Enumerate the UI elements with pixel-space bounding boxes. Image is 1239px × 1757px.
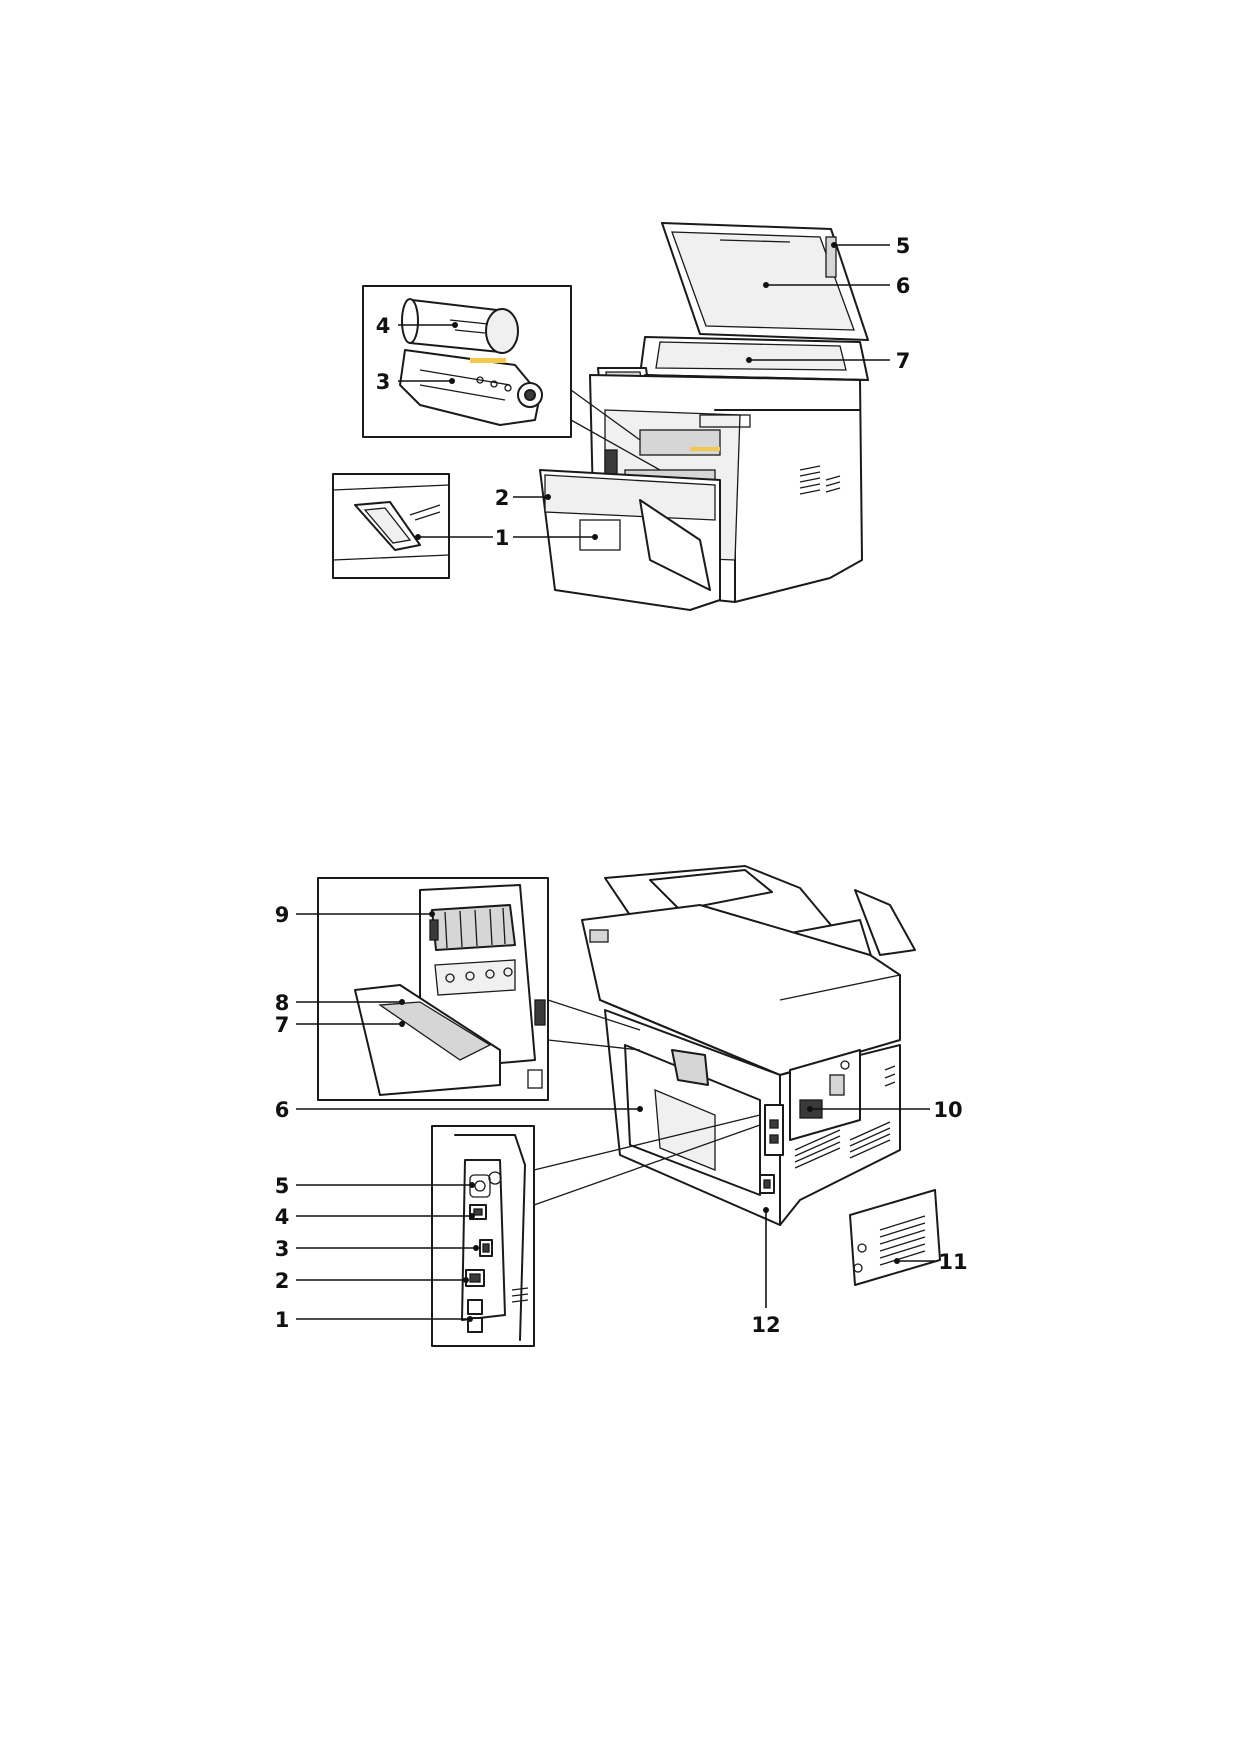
scanner-body <box>639 336 869 381</box>
rear-callout-11: 11 <box>938 1250 967 1274</box>
front-view-leaders <box>398 242 890 540</box>
front-callout-2: 2 <box>495 486 510 510</box>
front-callout-4: 4 <box>376 314 391 338</box>
rear-callout-6: 6 <box>275 1098 290 1122</box>
rear-view-illustration <box>317 865 941 1347</box>
rear-callout-12: 12 <box>751 1313 780 1337</box>
inset-bypass-tray <box>332 473 450 579</box>
document-cover <box>661 222 869 341</box>
front-view-callouts: 1 2 3 4 5 6 7 <box>376 234 911 550</box>
front-callout-1: 1 <box>495 526 510 550</box>
rear-callout-9: 9 <box>275 903 290 927</box>
rear-callout-10: 10 <box>933 1098 962 1122</box>
rear-view-leaders <box>296 911 935 1322</box>
front-callout-5: 5 <box>896 234 911 258</box>
board-cover-panel <box>849 1189 941 1286</box>
rear-callout-1: 1 <box>275 1308 290 1332</box>
fuser-unit <box>431 904 516 951</box>
front-view-illustration <box>332 222 869 611</box>
port-1-phone <box>467 1299 483 1315</box>
rear-callout-8: 8 <box>275 991 290 1015</box>
rear-scanner-unit <box>581 904 901 1076</box>
rear-callout-2: 2 <box>275 1269 290 1293</box>
inset-toner-drum <box>362 285 661 471</box>
rear-main-body <box>604 1009 901 1226</box>
front-callout-7: 7 <box>896 349 911 373</box>
rear-callout-3: 3 <box>275 1237 290 1261</box>
inset-connector-ports <box>431 1114 761 1347</box>
rear-callout-5: 5 <box>275 1174 290 1198</box>
front-callout-6: 6 <box>896 274 911 298</box>
rear-view-callouts: 1 2 3 4 5 6 7 8 9 10 11 12 <box>275 903 968 1337</box>
rear-callout-7: 7 <box>275 1013 290 1037</box>
front-callout-3: 3 <box>376 370 391 394</box>
inset-fuser-area <box>317 877 641 1101</box>
front-door-open <box>539 469 721 611</box>
toner-cartridge <box>401 298 519 354</box>
drum-cartridge <box>399 349 543 426</box>
rear-callout-4: 4 <box>275 1205 290 1229</box>
